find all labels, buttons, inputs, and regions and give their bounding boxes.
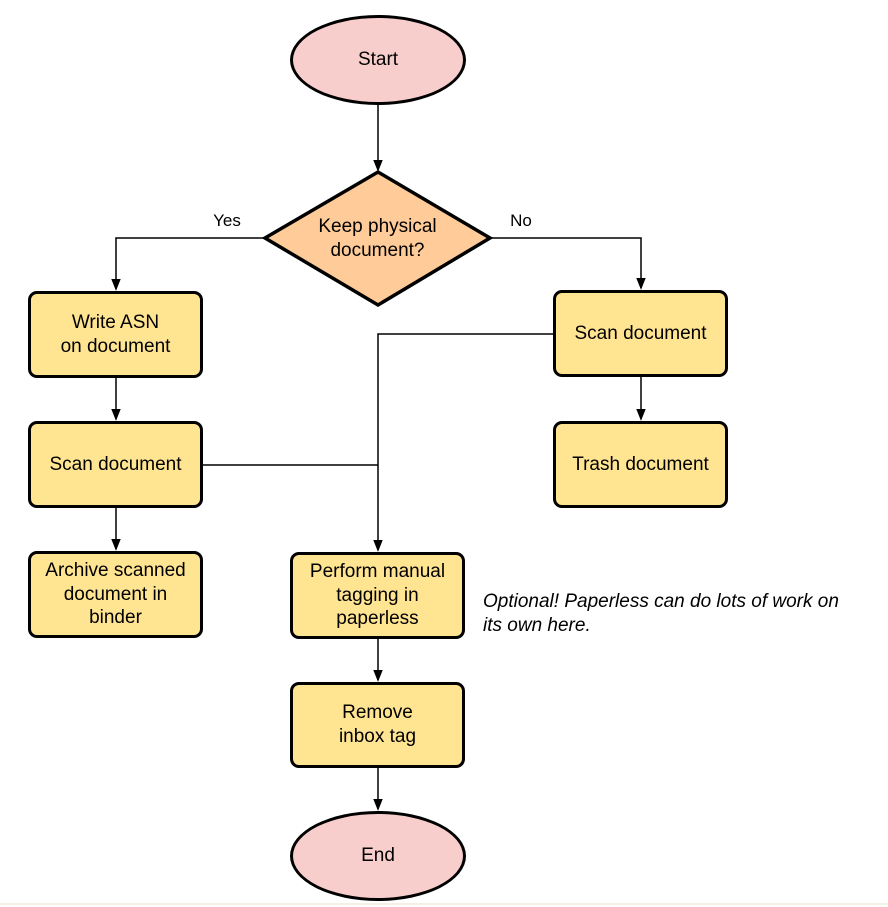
node-remove-inbox-tag: Remove inbox tag	[290, 682, 465, 768]
edge-label-yes: Yes	[213, 211, 241, 230]
node-remove-inbox-tag-label: Remove inbox tag	[338, 702, 417, 747]
node-end-label: End	[361, 845, 395, 867]
node-scan-document-left-label: Scan document	[49, 453, 182, 475]
node-archive-in-binder-label: Archive scanned document in binder	[45, 559, 186, 629]
optional-note: Optional! Paperless can do lots of work …	[483, 591, 839, 636]
edge-decision-to-write-asn	[111, 237, 265, 291]
node-decision-label: Keep physical document?	[318, 215, 437, 261]
node-scan-document-right-label: Scan document	[574, 322, 707, 344]
node-manual-tagging-label: Perform manual tagging in paperless	[309, 560, 446, 630]
node-manual-tagging: Perform manual tagging in paperless	[290, 552, 465, 639]
edge-scan-right-to-tagging	[373, 333, 553, 552]
node-start-label: Start	[357, 49, 399, 71]
node-decision: Keep physical document?	[265, 172, 490, 305]
node-trash-document: Trash document	[553, 421, 728, 508]
node-write-asn-label: Write ASN on document	[60, 311, 171, 357]
node-scan-document-right: Scan document	[553, 290, 728, 377]
node-archive-in-binder: Archive scanned document in binder	[28, 551, 203, 638]
node-write-asn: Write ASN on document	[28, 291, 203, 378]
edge-label-no: No	[510, 211, 532, 230]
node-trash-document-label: Trash document	[572, 453, 709, 475]
page-bottom-divider	[0, 903, 888, 905]
node-scan-document-left: Scan document	[28, 421, 203, 508]
edge-decision-to-scan-right	[490, 237, 646, 290]
node-end: End	[290, 811, 466, 901]
node-start: Start	[290, 15, 466, 105]
